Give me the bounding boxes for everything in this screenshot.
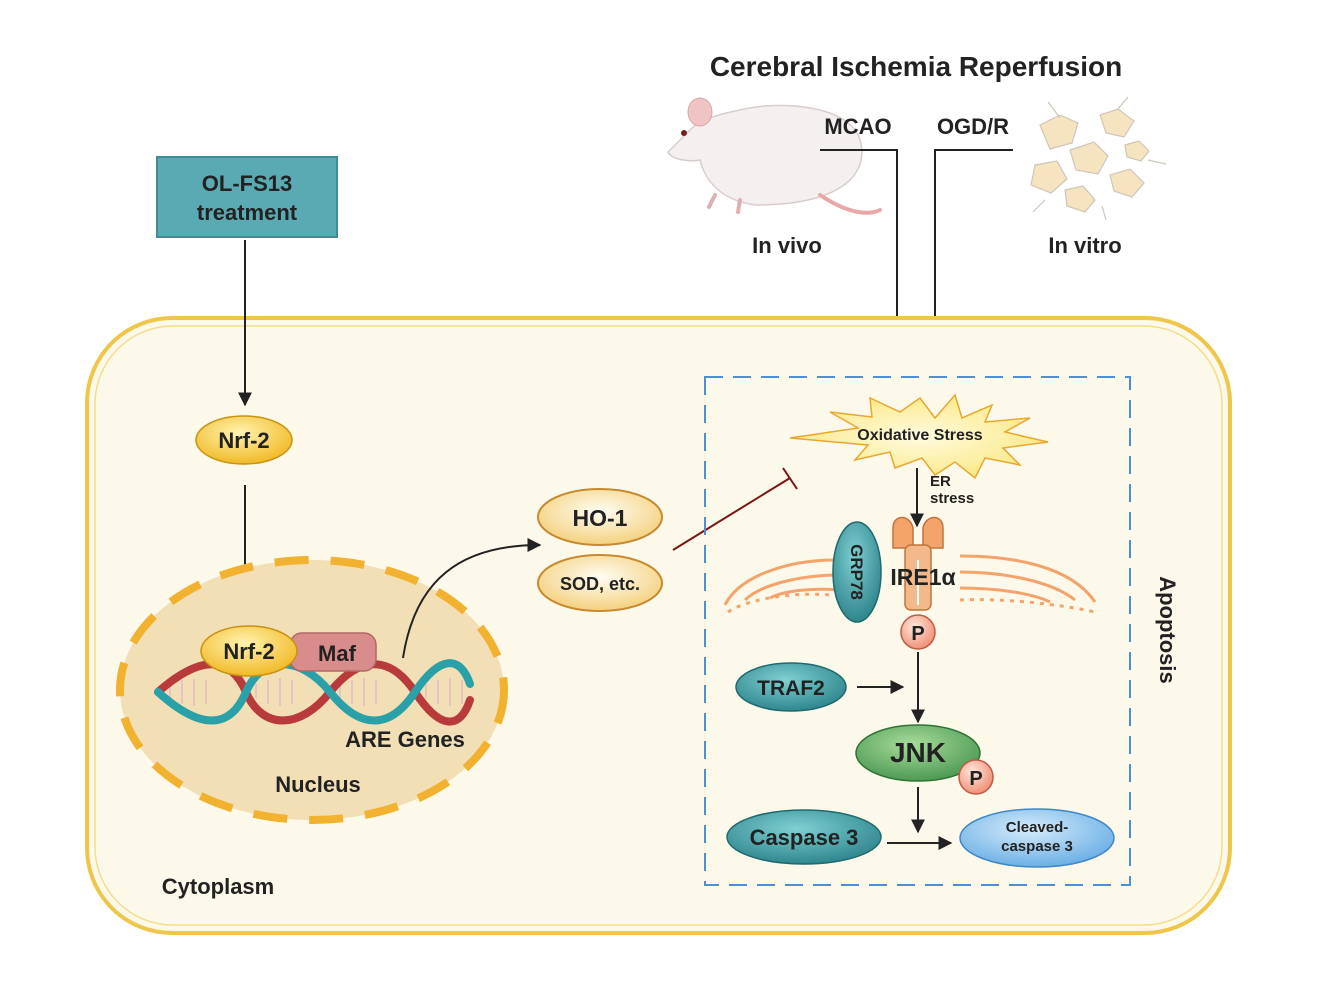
grp78-label: GRP78 [847, 544, 866, 600]
phospho-jnk-label: P [969, 768, 982, 790]
nrf2-cytoplasm-oval [195, 415, 293, 465]
expression-arrow [402, 538, 542, 659]
er-stress-label-2: stress [930, 490, 974, 507]
apoptosis-box [704, 376, 1131, 886]
in-vivo-label: In vivo [752, 233, 822, 258]
treatment-box [156, 156, 338, 238]
nucleus [116, 556, 508, 824]
treatment-line2: treatment [197, 200, 298, 225]
sod-oval [537, 554, 663, 612]
cytoplasm-label: Cytoplasm [162, 874, 274, 899]
sod-label: SOD, etc. [560, 574, 640, 594]
nrf2-nucleus-label: Nrf-2 [223, 639, 274, 664]
nrf2-nucleus-oval [200, 625, 298, 677]
ogdr-arrow [928, 149, 1013, 360]
traf2-oval [735, 662, 847, 712]
phospho-ire1 [900, 614, 936, 650]
mcao-label: MCAO [824, 114, 891, 139]
endoplasmic-reticulum-icon [723, 554, 1097, 614]
jnk-oval [855, 724, 981, 782]
ire1a-label: IRE1α [890, 564, 955, 590]
oxidative-stress-burst [789, 393, 1049, 480]
diagram-title: Cerebral Ischemia Reperfusion [710, 51, 1122, 82]
rat-icon [667, 97, 882, 215]
maf-label: Maf [318, 641, 357, 666]
inhibition-line [672, 467, 798, 551]
er-stress-label-1: ER [930, 473, 951, 490]
phospho-jnk [958, 759, 994, 795]
apoptosis-label: Apoptosis [1155, 576, 1180, 684]
ire1-receptor-icon [892, 516, 944, 611]
jnk-label: JNK [890, 737, 946, 768]
ho1-label: HO-1 [573, 505, 628, 531]
caspase3-oval [726, 809, 882, 865]
cell-culture-icon [1030, 96, 1167, 221]
phospho-ire1-label: P [911, 623, 924, 645]
grp78-oval [832, 521, 882, 623]
cleaved-caspase3-label-2: caspase 3 [1001, 838, 1073, 855]
are-genes-label: ARE Genes [345, 727, 465, 752]
cleaved-caspase3-label-1: Cleaved- [1006, 819, 1069, 836]
nucleus-label: Nucleus [275, 772, 361, 797]
cleaved-caspase3-oval [959, 808, 1115, 868]
caspase3-label: Caspase 3 [750, 825, 859, 850]
oxidative-stress-label: Oxidative Stress [857, 427, 983, 444]
mcao-arrow [820, 149, 904, 360]
ogdr-label: OGD/R [937, 114, 1009, 139]
traf2-label: TRAF2 [757, 677, 825, 700]
ho1-oval [537, 488, 663, 546]
treatment-line1: OL-FS13 [202, 171, 292, 196]
nrf2-cytoplasm-label: Nrf-2 [218, 428, 269, 453]
in-vitro-label: In vitro [1048, 233, 1121, 258]
